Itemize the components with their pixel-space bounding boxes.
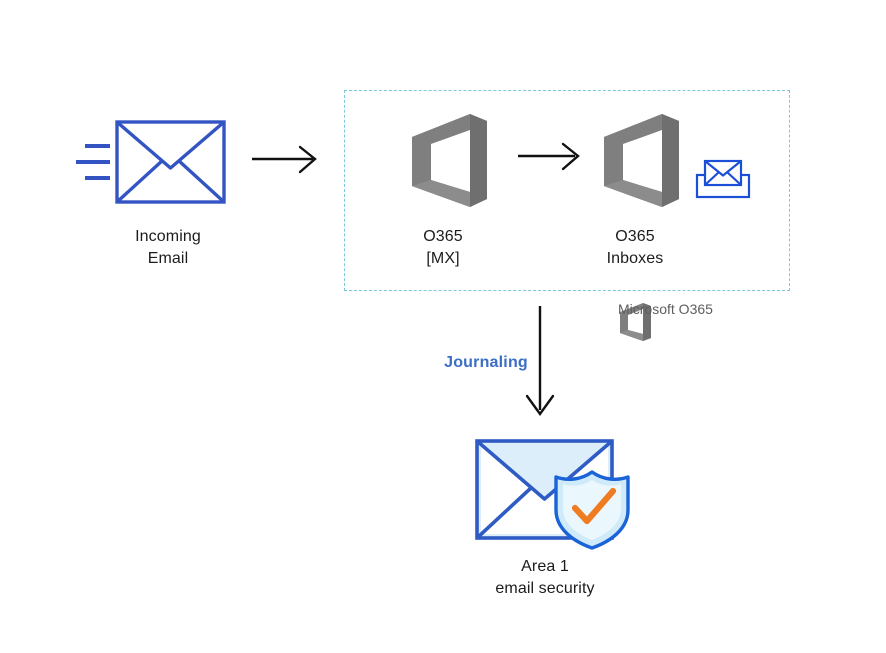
motion-lines-icon (76, 144, 110, 180)
legend: Microsoft O365 (618, 301, 713, 317)
area1-email-security-label: Area 1 email security (495, 558, 595, 597)
inbox-tray-icon (695, 159, 751, 199)
envelope-shield-check-icon (475, 439, 630, 550)
legend-label: Microsoft O365 (618, 301, 713, 317)
office-365-icon-inboxes (604, 114, 679, 207)
o365-inboxes-label: O365 Inboxes (606, 228, 664, 267)
office-365-icon-mx (412, 114, 487, 207)
office-365-icon-legend (620, 303, 651, 341)
arrow-right-mx-to-inboxes (518, 142, 580, 171)
arrow-right-incoming-to-mx (252, 145, 317, 174)
envelope-outline-icon (115, 120, 226, 204)
incoming-email-label: Incoming Email (135, 228, 201, 267)
journaling-label: Journaling (444, 354, 528, 371)
arrow-down-journaling (525, 306, 555, 417)
o365-mx-label: O365 [MX] (423, 228, 463, 267)
microsoft-o365-boundary (344, 90, 790, 291)
